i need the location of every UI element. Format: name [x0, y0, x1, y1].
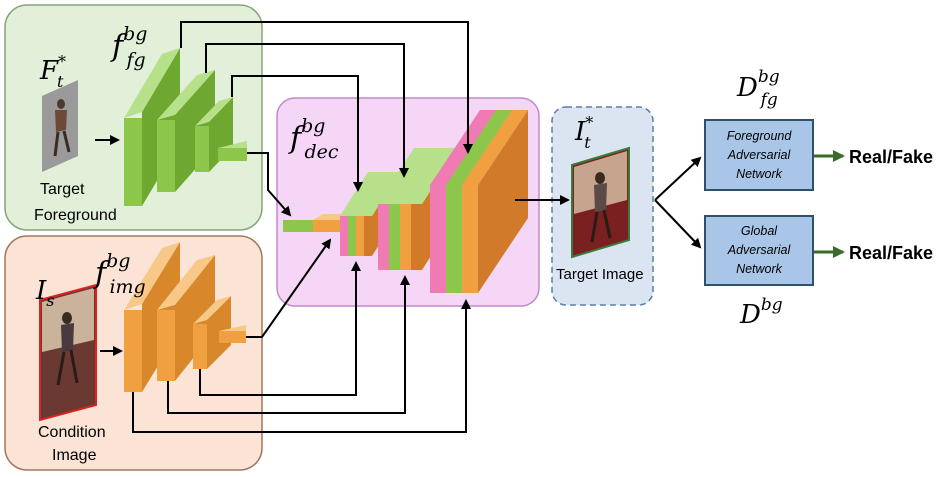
target-foreground-label-1: Target — [40, 181, 85, 198]
condition-image-label-2: Image — [52, 447, 97, 464]
fg-encoder-blocks — [124, 48, 247, 206]
foreground-encoder-panel — [4, 4, 263, 231]
decoder-stage-3 — [430, 110, 528, 293]
condition-image-photo — [39, 283, 97, 422]
global-real-fake-output: Real/Fake — [849, 243, 933, 263]
condition-image-label-1: Condition — [38, 424, 106, 441]
img-enc-block-4 — [219, 325, 246, 343]
foreground-discriminator-box — [704, 119, 814, 191]
connections — [95, 21, 702, 433]
fg-input-label: F*t — [39, 52, 66, 91]
fg-disc-line-1: Foreground — [727, 129, 793, 143]
target-output-label: I*t — [574, 113, 593, 152]
global-disc-line-1: Global — [741, 224, 778, 238]
cond-input-label: Is — [35, 276, 55, 310]
fg-disc-line-3: Network — [736, 167, 783, 181]
global-disc-line-2: Adversarial — [727, 243, 792, 257]
global-discriminator-box — [704, 215, 814, 286]
fg-enc-block-4 — [218, 141, 247, 161]
img-encoder-blocks — [124, 242, 246, 392]
fg-disc-line-2: Adversarial — [727, 148, 792, 162]
fg-real-fake-output: Real/Fake — [849, 147, 933, 167]
target-foreground-label-2: Foreground — [34, 207, 117, 224]
target-image-photo — [571, 146, 630, 259]
img-enc-block-2 — [157, 255, 215, 381]
global-disc-line-3: Network — [736, 262, 783, 276]
target-image-label: Target Image — [556, 266, 644, 283]
target-foreground-photo — [42, 80, 78, 172]
global-discriminator-symbol: Dbg — [739, 295, 783, 330]
